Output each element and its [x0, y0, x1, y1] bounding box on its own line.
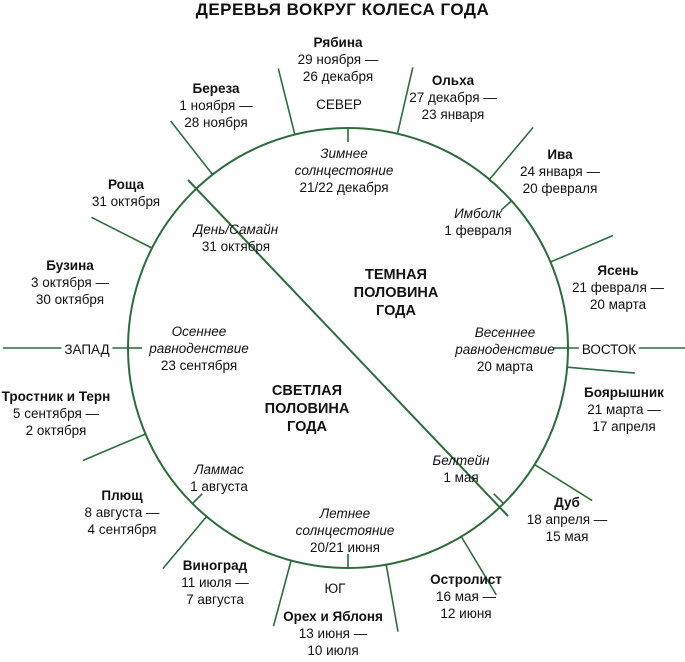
direction-west: ЗАПАД: [61, 341, 113, 358]
direction-east: ВОСТОК: [578, 341, 640, 358]
spoke-willow-ash: [550, 234, 614, 263]
dark-light-divider: [187, 179, 509, 517]
tick-imbolc: [500, 200, 513, 211]
spoke-vine-ivy: [162, 515, 208, 570]
direction-north: СЕВЕР: [313, 96, 365, 113]
spoke-hazel-vine: [272, 560, 292, 627]
spoke-alder-willow: [488, 126, 534, 181]
direction-south: ЮГ: [321, 580, 349, 597]
festival-ticks: [128, 128, 568, 568]
tick-beltane: [493, 493, 505, 505]
spoke-rowan-birch: [277, 68, 296, 135]
tick-lammas: [191, 493, 203, 505]
spoke-ivy-reed: [82, 433, 146, 462]
spoke-reed-elder: [91, 216, 153, 249]
spoke-ash-hawthorn: [567, 366, 635, 374]
spoke-oak-holly: [460, 536, 497, 596]
spoke-holly-hazel: [385, 564, 399, 632]
spoke-elder-grove: [170, 120, 214, 176]
spoke-rowan-alder: [396, 67, 414, 134]
spoke-hawthorn-oak: [534, 463, 593, 502]
diagram-title: ДЕРЕВЬЯ ВОКРУГ КОЛЕСА ГОДА: [195, 0, 490, 19]
